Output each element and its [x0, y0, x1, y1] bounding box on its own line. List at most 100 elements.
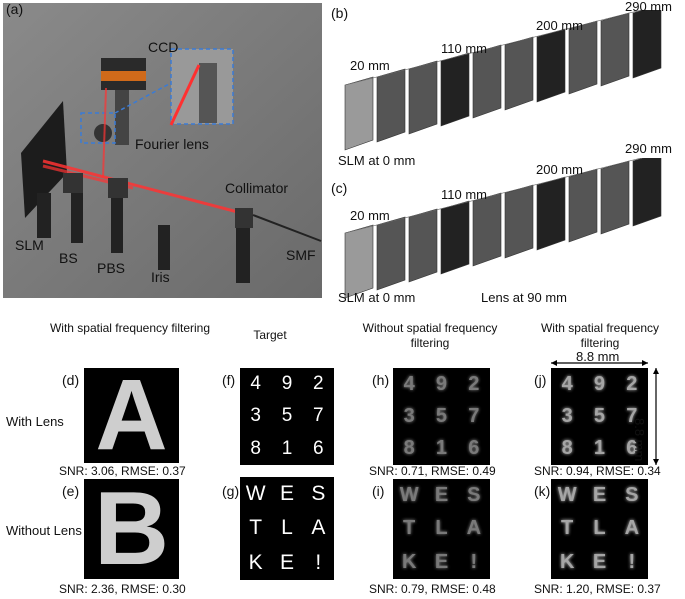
propagation-plane: [633, 158, 661, 226]
reconstruction-k: WESTLAKE!: [551, 479, 648, 579]
reconstructed-cell: 1: [425, 433, 457, 465]
panel-b-110mm: 110 mm: [441, 41, 487, 56]
target-cell: E: [271, 546, 302, 580]
propagation-plane: [409, 61, 437, 134]
propagation-plane: [441, 53, 469, 126]
reconstructed-cell: K: [551, 546, 583, 579]
target-cell: 4: [240, 368, 271, 400]
propagation-plane: [601, 13, 629, 86]
reconstructed-cell: A: [458, 512, 490, 545]
scale-vertical: 8.8 mm: [632, 418, 647, 461]
caption-k: SNR: 1.20, RMSE: 0.37: [534, 582, 661, 596]
reconstructed-cell: 4: [393, 368, 425, 400]
reconstructed-cell: !: [616, 546, 648, 579]
reconstructed-cell: L: [425, 512, 457, 545]
panel-f-label: (f): [222, 372, 235, 388]
reconstructed-cell: E: [425, 479, 457, 512]
ccd-label: CCD: [148, 39, 178, 55]
bs-label: BS: [59, 250, 78, 266]
header-with-filter-2: With spatial frequency filtering: [520, 321, 680, 351]
reconstruction-e: B: [84, 479, 179, 579]
target-cell: 8: [240, 433, 271, 465]
panel-h-label: (h): [372, 372, 389, 388]
reconstructed-cell: 6: [458, 433, 490, 465]
target-cell: K: [240, 546, 271, 580]
reconstructed-cell: A: [616, 512, 648, 545]
panel-b-stack: [340, 10, 685, 160]
reconstructed-cell: 3: [393, 400, 425, 432]
header-with-filter: With spatial frequency filtering: [45, 321, 215, 336]
reconstructed-cell: K: [393, 546, 425, 579]
target-cell: 1: [271, 433, 302, 465]
panel-i-label: (i): [372, 483, 384, 499]
reconstructed-cell: 8: [393, 433, 425, 465]
panel-c-20mm: 20 mm: [350, 208, 390, 223]
pbs-label: PBS: [97, 260, 125, 276]
target-cell: 7: [303, 400, 334, 432]
reconstructed-cell: E: [583, 479, 615, 512]
collimator-label: Collimator: [225, 180, 288, 196]
scale-horizontal: 8.8 mm: [576, 349, 619, 364]
target-cell: !: [303, 546, 334, 580]
propagation-plane: [537, 177, 565, 250]
iris-label: Iris: [151, 269, 170, 285]
panel-a-label: (a): [6, 1, 23, 17]
smf-label: SMF: [286, 247, 316, 263]
target-cell: A: [303, 511, 334, 545]
scale-bars: [548, 358, 685, 468]
target-cell: 3: [240, 400, 271, 432]
panel-e-label: (e): [62, 483, 79, 499]
propagation-plane: [505, 185, 533, 258]
reconstructed-cell: L: [583, 512, 615, 545]
panel-g-label: (g): [222, 483, 239, 499]
propagation-plane: [409, 209, 437, 282]
propagation-plane: [377, 217, 405, 290]
propagation-plane: [441, 201, 469, 274]
reconstructed-cell: !: [458, 546, 490, 579]
target-cell: W: [240, 477, 271, 511]
panel-b-200mm: 200 mm: [536, 18, 583, 33]
panel-c-stack: [340, 158, 685, 308]
propagation-plane: [569, 169, 597, 242]
panel-b-20mm: 20 mm: [350, 58, 390, 73]
propagation-plane: [473, 193, 501, 266]
target-cell: 5: [271, 400, 302, 432]
propagation-plane: [345, 77, 373, 150]
row-with-lens: With Lens: [6, 414, 64, 429]
target-cell: 2: [303, 368, 334, 400]
target-cell: S: [303, 477, 334, 511]
panel-c-290mm: 290 mm: [625, 141, 672, 156]
reconstructed-cell: 7: [458, 400, 490, 432]
propagation-plane: [377, 69, 405, 142]
propagation-plane: [537, 29, 565, 102]
row-without-lens: Without Lens: [6, 523, 82, 538]
panel-c-200mm: 200 mm: [536, 162, 583, 177]
target-cell: 9: [271, 368, 302, 400]
setup-photo: (a) CCD Fourier lens Collimator SLM BS P…: [3, 3, 322, 298]
fourier-lens-label: Fourier lens: [135, 136, 209, 152]
propagation-plane: [505, 37, 533, 110]
header-target: Target: [235, 328, 305, 343]
caption-d: SNR: 3.06, RMSE: 0.37: [59, 464, 186, 478]
panel-d-label: (d): [62, 372, 79, 388]
reconstructed-cell: W: [551, 479, 583, 512]
reconstructed-cell: E: [425, 546, 457, 579]
reconstructed-cell: 9: [425, 368, 457, 400]
reconstructed-cell: T: [393, 512, 425, 545]
panel-c-lens: Lens at 90 mm: [481, 290, 567, 305]
panel-j-label: (j): [534, 372, 546, 388]
caption-e: SNR: 2.36, RMSE: 0.30: [59, 582, 186, 596]
reconstruction-d: A: [84, 368, 179, 463]
panel-c-110mm: 110 mm: [441, 187, 487, 202]
glyph-d: A: [84, 368, 179, 463]
reconstructed-cell: S: [458, 479, 490, 512]
panel-c-slm: SLM at 0 mm: [338, 290, 415, 305]
target-cell: T: [240, 511, 271, 545]
target-cell: E: [271, 477, 302, 511]
panel-b-290mm: 290 mm: [625, 0, 672, 14]
panel-k-label: (k): [534, 483, 550, 499]
